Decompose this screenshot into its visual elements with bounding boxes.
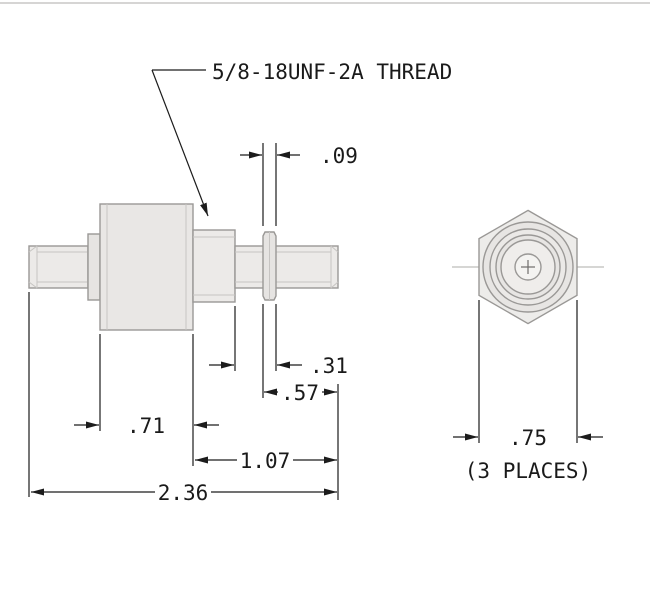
dim-label-hex-across-flats: .75 <box>509 426 547 450</box>
dim-nut-to-end: .57 <box>262 304 339 500</box>
dim-body-to-end: 1.07 <box>195 449 337 473</box>
dim-body-width: .71 <box>74 334 219 466</box>
right-stud <box>234 245 339 289</box>
dim-note-hex-places: (3 PLACES) <box>465 459 591 483</box>
dim-label-thread-relief: .31 <box>310 354 348 378</box>
thread-callout: 5/8-18UNF-2A THREAD <box>151 60 452 217</box>
side-view <box>28 203 339 331</box>
dim-thread-relief: .31 <box>209 304 348 378</box>
dim-overall-length: 2.36 <box>28 292 337 505</box>
end-view <box>452 209 604 325</box>
leader-arrow <box>151 69 209 217</box>
hex-body <box>99 203 194 331</box>
dim-hex-across-flats: .75 (3 PLACES) <box>453 300 603 483</box>
dim-label-nut-to-end: .57 <box>281 381 319 405</box>
thread-callout-label: 5/8-18UNF-2A THREAD <box>212 60 452 84</box>
dim-label-body-to-end: 1.07 <box>240 449 291 473</box>
washer <box>87 233 101 301</box>
dim-label-body-width: .71 <box>127 414 165 438</box>
dim-nut-width: .09 <box>240 143 358 226</box>
dim-label-nut-width: .09 <box>320 144 358 168</box>
threaded-cylinder <box>192 229 236 303</box>
dim-label-overall-length: 2.36 <box>158 481 209 505</box>
